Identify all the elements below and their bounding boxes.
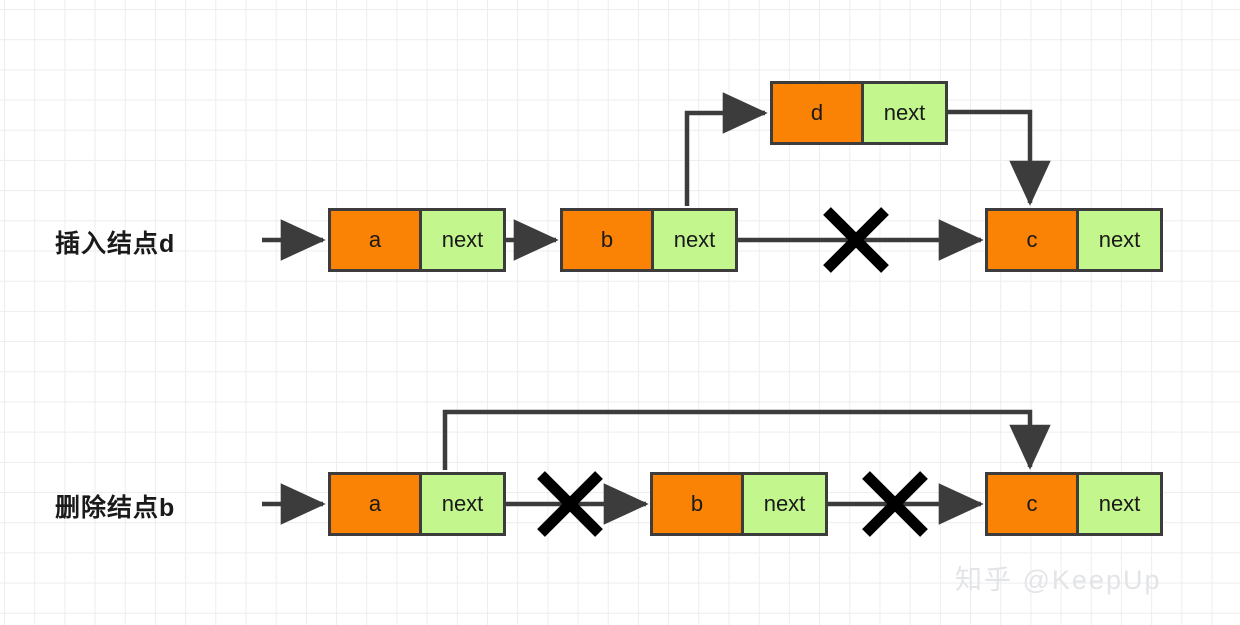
node-next-cell: next	[741, 475, 825, 533]
node-next-cell: next	[419, 211, 503, 269]
node-next-cell: next	[419, 475, 503, 533]
watermark: 知乎 @KeepUp	[955, 565, 1162, 595]
node-b-deleted[interactable]: b next	[650, 472, 828, 536]
node-data-cell: b	[563, 211, 651, 269]
node-data-cell: d	[773, 84, 861, 142]
node-d-inserted[interactable]: d next	[770, 81, 948, 145]
node-next-cell: next	[1076, 211, 1160, 269]
node-data-cell: a	[331, 211, 419, 269]
node-next-cell: next	[861, 84, 945, 142]
node-next-cell: next	[651, 211, 735, 269]
node-c-insert-row[interactable]: c next	[985, 208, 1163, 272]
node-next-cell: next	[1076, 475, 1160, 533]
node-a-delete-row[interactable]: a next	[328, 472, 506, 536]
row-label-delete: 删除结点b	[55, 494, 176, 522]
new-link-a-to-c	[442, 409, 1051, 470]
node-data-cell: c	[988, 475, 1076, 533]
node-data-cell: b	[653, 475, 741, 533]
node-c-delete-row[interactable]: c next	[985, 472, 1163, 536]
cross-mark-bottom-a-b	[537, 471, 603, 537]
node-a-insert-row[interactable]: a next	[328, 208, 506, 272]
new-link-b-to-d	[684, 92, 768, 206]
cross-mark-top-b-c	[823, 207, 889, 273]
node-data-cell: c	[988, 211, 1076, 269]
row-label-insert: 插入结点d	[55, 230, 176, 258]
cross-mark-bottom-b-c	[862, 471, 928, 537]
node-b-insert-row[interactable]: b next	[560, 208, 738, 272]
node-data-cell: a	[331, 475, 419, 533]
new-link-d-to-c	[945, 109, 1051, 206]
